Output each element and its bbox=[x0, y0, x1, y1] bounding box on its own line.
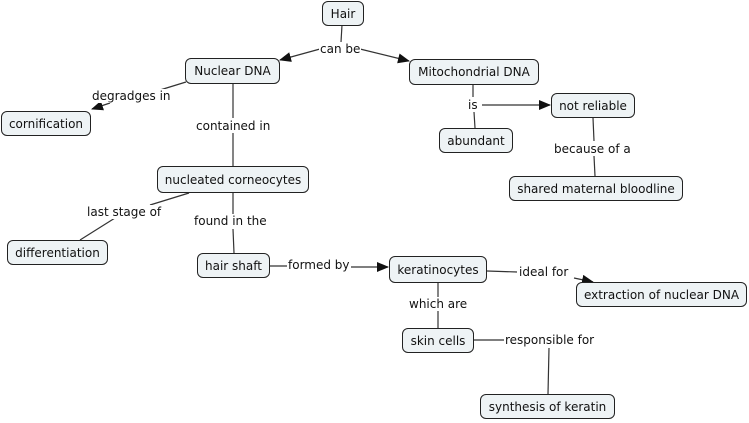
link-label-which-are: which are bbox=[408, 297, 469, 311]
link-label-ideal-for: ideal for bbox=[518, 265, 570, 279]
line-because-shared bbox=[593, 155, 596, 177]
line-can-be-nuclear bbox=[279, 48, 321, 62]
link-label-found-in-the: found in the bbox=[193, 214, 268, 228]
line-hair-can-be bbox=[340, 24, 343, 43]
link-label-can-be: can be bbox=[319, 42, 362, 56]
node-synthesis-of-keratin[interactable]: synthesis of keratin bbox=[480, 394, 615, 419]
line-responsible-synthesis bbox=[547, 347, 550, 395]
link-label-is: is bbox=[467, 98, 479, 112]
line-nucleated-laststage bbox=[149, 192, 190, 206]
node-abundant[interactable]: abundant bbox=[439, 128, 513, 153]
node-hair[interactable]: Hair bbox=[322, 1, 364, 26]
line-foundin-hairshaft bbox=[232, 228, 235, 254]
node-nuclear-dna[interactable]: Nuclear DNA bbox=[185, 58, 280, 84]
line-is-abundant bbox=[473, 111, 476, 129]
link-label-because-of-a: because of a bbox=[553, 142, 632, 156]
node-not-reliable[interactable]: not reliable bbox=[551, 93, 635, 118]
line-idealfor-extraction bbox=[573, 274, 594, 285]
link-label-degradges-in: degradges in bbox=[91, 89, 172, 103]
line-keratinocytes-idealfor bbox=[486, 270, 518, 273]
line-laststage-differentiation bbox=[79, 217, 116, 241]
node-nucleated-corneocytes[interactable]: nucleated corneocytes bbox=[157, 166, 309, 193]
link-label-last-stage-of: last stage of bbox=[86, 205, 163, 219]
node-skin-cells[interactable]: skin cells bbox=[402, 328, 474, 353]
node-keratinocytes[interactable]: keratinocytes bbox=[389, 256, 487, 283]
line-degradges-cornification bbox=[91, 100, 111, 111]
node-extraction-of-nuclear-dna[interactable]: extraction of nuclear DNA bbox=[576, 282, 747, 307]
node-differentiation[interactable]: differentiation bbox=[7, 240, 108, 265]
node-cornification[interactable]: cornification bbox=[1, 111, 91, 136]
node-shared-maternal-bloodline[interactable]: shared maternal bloodline bbox=[509, 176, 683, 201]
link-label-contained-in: contained in bbox=[195, 119, 272, 133]
line-nuclear-degradges bbox=[159, 81, 187, 91]
link-label-formed-by: formed by bbox=[287, 258, 351, 272]
line-can-be-mito bbox=[359, 48, 410, 64]
node-mitochondrial-dna[interactable]: Mitochondrial DNA bbox=[409, 59, 539, 85]
node-hair-shaft[interactable]: hair shaft bbox=[197, 253, 270, 278]
link-label-responsible-for: responsible for bbox=[504, 333, 596, 347]
line-notreliable-because bbox=[592, 117, 595, 142]
